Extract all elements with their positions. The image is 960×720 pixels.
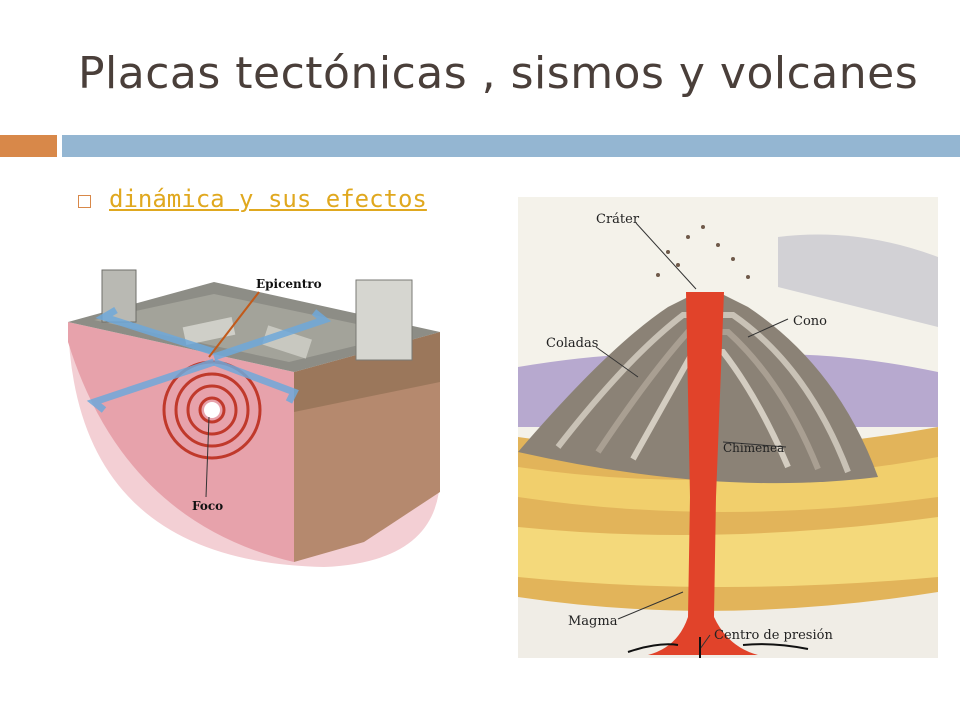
slide-title: Placas tectónicas , sismos y volcanes [78, 48, 919, 99]
accent-bar-orange [0, 135, 57, 157]
earthquake-diagram: Epicentro Foco [68, 269, 440, 567]
bullet-item: dinámica y sus efectos [78, 185, 427, 213]
magma-label: Magma [568, 614, 618, 629]
square-bullet-icon [78, 194, 91, 208]
epicenter-label: Epicentro [256, 277, 322, 291]
accent-bar-blue [62, 135, 960, 157]
pressure-center-label: Centro de presión [714, 628, 833, 643]
volcano-diagram: Cráter Cono Coladas Chimenea Magma Centr… [518, 197, 938, 658]
dinamica-link[interactable]: dinámica y sus efectos [109, 185, 427, 213]
cone-label: Cono [793, 314, 827, 329]
lava-flows-label: Coladas [546, 336, 598, 351]
focus-label: Foco [192, 499, 223, 513]
crater-label: Cráter [596, 212, 640, 227]
chimney-label: Chimenea [723, 441, 784, 455]
